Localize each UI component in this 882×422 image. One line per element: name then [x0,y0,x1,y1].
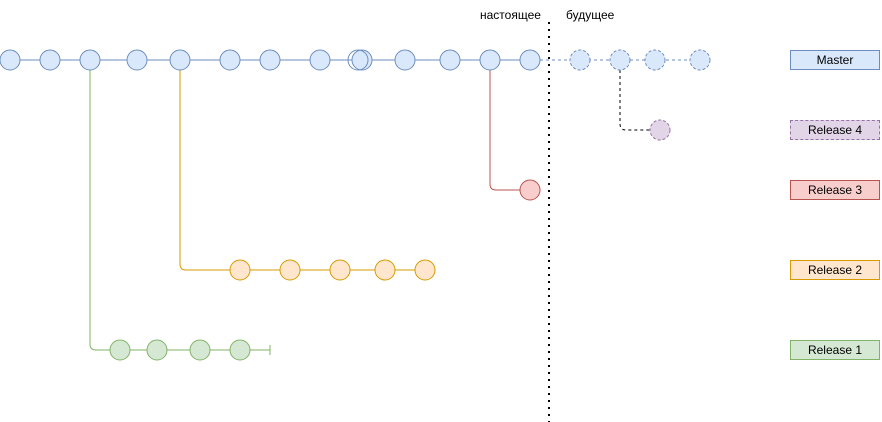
master-future-commit [569,49,591,71]
release-1-commit [146,339,168,361]
release-2-commit [414,259,436,281]
legend-release-1: Release 1 [790,340,880,360]
master-commit [169,49,191,71]
legend-release-2: Release 2 [790,260,880,280]
master-commit [394,49,416,71]
legend-release-3: Release 3 [790,180,880,200]
master-commit [126,49,148,71]
master-commit-overlap [347,49,369,71]
legend-release-4: Release 4 [790,120,880,140]
legend-master: Master [790,50,880,70]
master-commit [309,49,331,71]
master-commit [439,49,461,71]
release-1-commit [109,339,131,361]
master-commit [479,49,501,71]
release-1-commit [189,339,211,361]
release-2-commit [279,259,301,281]
master-commit [351,49,373,71]
release-1-commit [229,339,251,361]
release-1-connector [89,70,120,351]
master-commit [39,49,61,71]
release-2-connector [179,70,240,271]
release-3-commit [519,179,541,201]
master-commit [0,49,21,71]
master-commit [219,49,241,71]
release-2-commit [374,259,396,281]
master-future-commit [609,49,631,71]
release-2-commit [229,259,251,281]
release-2-commit [329,259,351,281]
future-label: будущее [566,8,615,22]
release-3-connector [489,70,530,191]
release-4-connector [619,70,660,131]
master-commit [259,49,281,71]
release-4-commit [649,119,671,141]
master-future-commit [644,49,666,71]
master-commit [519,49,541,71]
master-future-commit [689,49,711,71]
master-commit [79,49,101,71]
present-label: настоящее [480,8,541,22]
